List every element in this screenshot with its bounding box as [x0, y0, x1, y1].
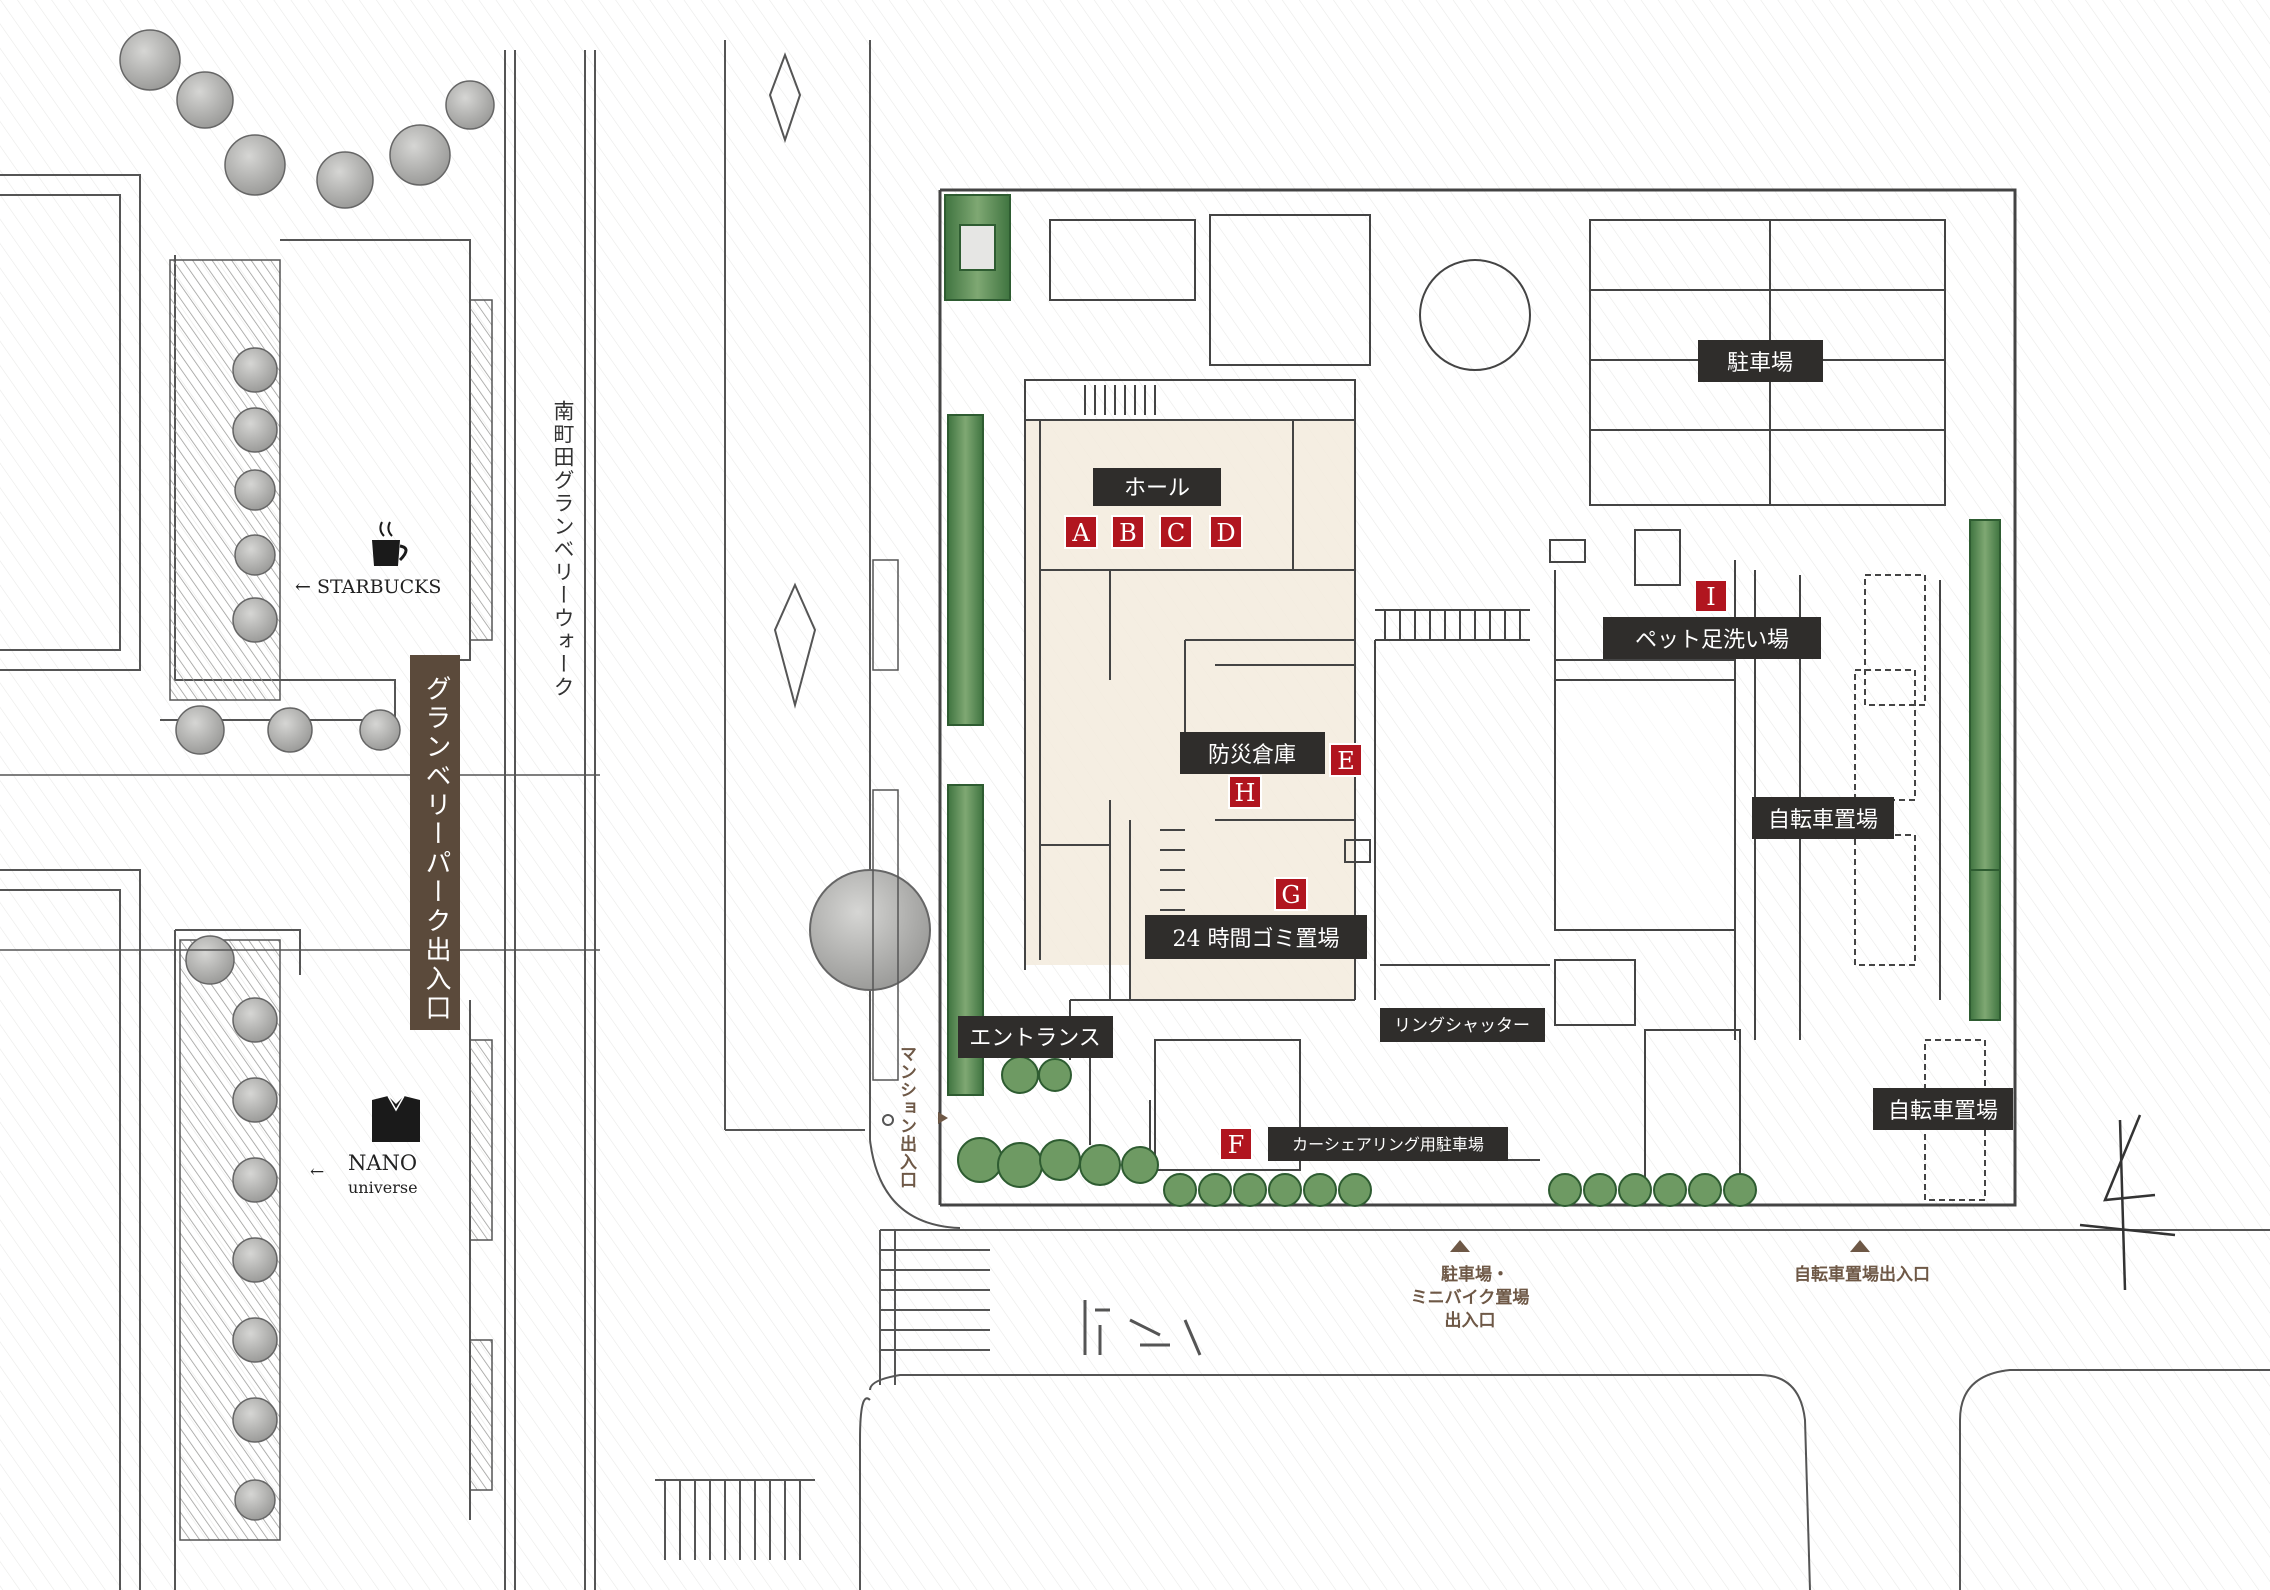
tag-a: A — [1064, 515, 1098, 549]
upper-blocks — [1024, 214, 1946, 571]
hedge-bushes-bottom — [957, 1056, 1757, 1207]
walk-name-vertical: 南町田グランベリーウォーク — [551, 400, 575, 699]
planter-strips — [469, 299, 493, 1491]
tag-g: G — [1274, 877, 1308, 911]
site-outline — [938, 188, 2017, 1207]
svg-text:カーシェアリング用駐車場: カーシェアリング用駐車場 — [1292, 1135, 1484, 1154]
label-parking: 駐車場 — [1698, 340, 1823, 382]
svg-text:E: E — [1337, 747, 1355, 775]
svg-text:← STARBUCKS: ← STARBUCKS — [295, 576, 441, 598]
svg-text:マンション出入口: マンション出入口 — [896, 1045, 917, 1189]
svg-text:駐車場・: 駐車場・ — [1441, 1264, 1509, 1285]
hedges — [944, 194, 2001, 1096]
bicycle-entrance-label: 自転車置場出入口 — [1794, 1240, 1930, 1285]
tag-c: C — [1159, 515, 1193, 549]
svg-text:B: B — [1119, 519, 1137, 547]
tag-e: E — [1329, 743, 1363, 777]
tree-row-upper-left — [119, 29, 495, 755]
big-tree — [809, 869, 931, 991]
svg-text:ミニバイク置場: ミニバイク置場 — [1411, 1288, 1530, 1308]
label-pet-wash: ペット足洗い場 — [1603, 617, 1821, 659]
right-triangle-icon — [938, 1112, 948, 1124]
svg-text:駐車場: 駐車場 — [1727, 351, 1793, 376]
svg-text:南町田グランベリーウォーク: 南町田グランベリーウォーク — [551, 400, 575, 699]
svg-text:防災倉庫: 防災倉庫 — [1208, 743, 1296, 768]
shirt-icon — [372, 1095, 420, 1142]
svg-text:G: G — [1281, 881, 1300, 909]
svg-text:自転車置場出入口: 自転車置場出入口 — [1794, 1264, 1930, 1285]
walk-lines — [0, 50, 600, 1590]
fence-bottom-left — [655, 1479, 815, 1560]
up-triangle-icon — [1850, 1240, 1870, 1252]
svg-text:エントランス: エントランス — [969, 1026, 1101, 1051]
svg-text:F: F — [1228, 1131, 1245, 1159]
up-triangle-icon — [1450, 1240, 1470, 1252]
floor-area — [1025, 420, 1355, 1000]
svg-text:24 時間ゴミ置場: 24 時間ゴミ置場 — [1173, 927, 1340, 952]
svg-text:A: A — [1071, 519, 1090, 547]
road-south — [859, 1139, 2270, 1590]
svg-text:自転車置場: 自転車置場 — [1888, 1099, 1998, 1124]
tag-d: D — [1209, 515, 1243, 549]
tag-i: I — [1694, 579, 1728, 613]
north-arrow-icon — [2079, 1114, 2176, 1291]
label-bicycle-parking-1: 自転車置場 — [1752, 797, 1894, 839]
svg-text:D: D — [1216, 519, 1235, 547]
stairs — [1084, 385, 1530, 931]
svg-text:ペット足洗い場: ペット足洗い場 — [1635, 628, 1789, 653]
starbucks-marker: ← STARBUCKS — [295, 521, 441, 598]
tag-h: H — [1228, 775, 1262, 809]
svg-text:リングシャッター: リングシャッター — [1394, 1016, 1530, 1036]
svg-text:H: H — [1235, 779, 1256, 807]
label-car-sharing: カーシェアリング用駐車場 — [1268, 1127, 1508, 1161]
svg-text:出入口: 出入口 — [1445, 1310, 1496, 1331]
label-bicycle-parking-2: 自転車置場 — [1873, 1088, 2013, 1130]
parking-entrance-label: 駐車場・ ミニバイク置場 出入口 — [1411, 1240, 1530, 1331]
label-entrance: エントランス — [958, 1016, 1113, 1058]
label-garbage-24h: 24 時間ゴミ置場 — [1145, 915, 1367, 959]
svg-text:グランベリーパーク出入口: グランベリーパーク出入口 — [421, 675, 451, 1023]
mansion-entrance-label: マンション出入口 — [896, 1045, 948, 1189]
svg-text:I: I — [1706, 583, 1715, 611]
park-exit-sign: グランベリーパーク出入口 — [410, 655, 460, 1030]
label-ring-shutter: リングシャッター — [1380, 1008, 1545, 1042]
nano-universe-marker: ← NANO universe — [310, 1095, 420, 1197]
svg-text:universe: universe — [348, 1178, 418, 1197]
label-hall: ホール — [1093, 468, 1221, 506]
svg-text:C: C — [1167, 519, 1185, 547]
road-marking-stop — [1083, 1300, 1202, 1356]
central-block — [1380, 529, 1756, 1206]
tree-row-lower-left — [179, 935, 281, 1541]
coffee-cup-icon — [372, 521, 408, 566]
svg-text:自転車置場: 自転車置場 — [1768, 808, 1878, 833]
svg-text:NANO: NANO — [348, 1151, 417, 1175]
road-parked-strips — [872, 559, 899, 1081]
tag-f: F — [1219, 1127, 1253, 1161]
svg-text:ホール: ホール — [1124, 476, 1190, 501]
svg-text:←: ← — [310, 1162, 324, 1182]
tag-b: B — [1111, 515, 1145, 549]
label-disaster-storage: 防災倉庫 — [1180, 732, 1325, 774]
crosswalk — [880, 1229, 990, 1351]
